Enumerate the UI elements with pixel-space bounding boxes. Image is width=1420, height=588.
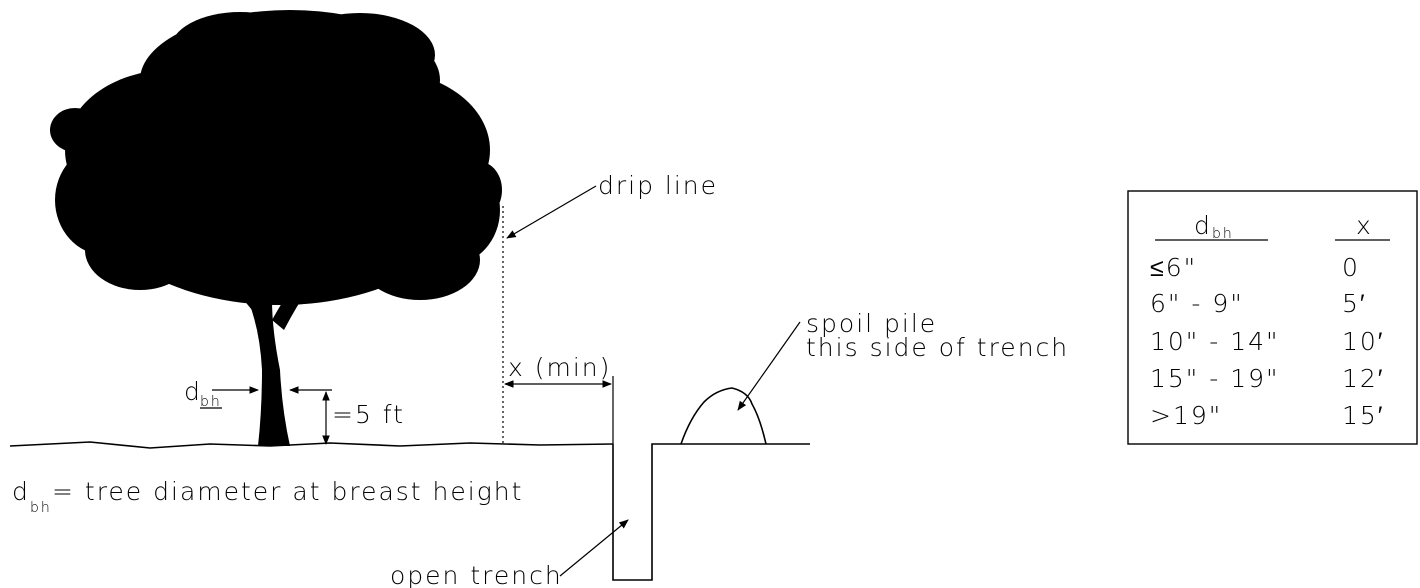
table-row-dbh: 10" - 14" bbox=[1150, 327, 1280, 356]
x-min-label: x (min) bbox=[508, 353, 611, 382]
drip-line-leader bbox=[506, 185, 597, 239]
table-header-x: x bbox=[1356, 211, 1373, 240]
open-trench-outline bbox=[612, 443, 810, 581]
five-ft-label: =5 ft bbox=[332, 400, 405, 429]
open-trench-leader bbox=[559, 519, 629, 577]
table-row-x: 0 bbox=[1342, 253, 1360, 282]
spoil-pile-label-2: this side of trench bbox=[806, 333, 1069, 362]
table-row-dbh: 15" - 19" bbox=[1150, 364, 1280, 393]
tree-icon bbox=[50, 10, 502, 446]
open-trench-label: open trench bbox=[390, 561, 563, 588]
table-header-sub: bh bbox=[1212, 226, 1234, 242]
spoil-pile bbox=[680, 387, 767, 445]
ground-line-left bbox=[9, 441, 614, 449]
dbh-label-sub: bh bbox=[200, 394, 222, 410]
table-row-dbh: 6" - 9" bbox=[1150, 289, 1244, 318]
drip-line-label: drip line bbox=[598, 171, 718, 200]
spoil-pile-leader bbox=[737, 321, 801, 411]
table-header-d: d bbox=[1194, 211, 1212, 240]
table-row-x: 15′ bbox=[1342, 401, 1385, 430]
definition-sub: bh bbox=[30, 500, 52, 516]
setback-table: d bh x ≤6" 0 6" - 9" 5′ 10" - 14" 10′ 15… bbox=[1127, 190, 1418, 445]
table-row-dbh: ≤6" bbox=[1150, 253, 1197, 282]
table-row-x: 12′ bbox=[1342, 364, 1385, 393]
definition-text: = tree diameter at breast height bbox=[52, 477, 523, 506]
definition-d: d bbox=[12, 477, 30, 506]
spoil-pile-label-1: spoil pile bbox=[806, 309, 937, 338]
dbh-label-d: d bbox=[184, 377, 202, 406]
table-row-dbh: >19" bbox=[1150, 401, 1222, 430]
table-row-x: 10′ bbox=[1342, 327, 1385, 356]
table-row-x: 5′ bbox=[1342, 289, 1367, 318]
table-border bbox=[1127, 190, 1418, 445]
